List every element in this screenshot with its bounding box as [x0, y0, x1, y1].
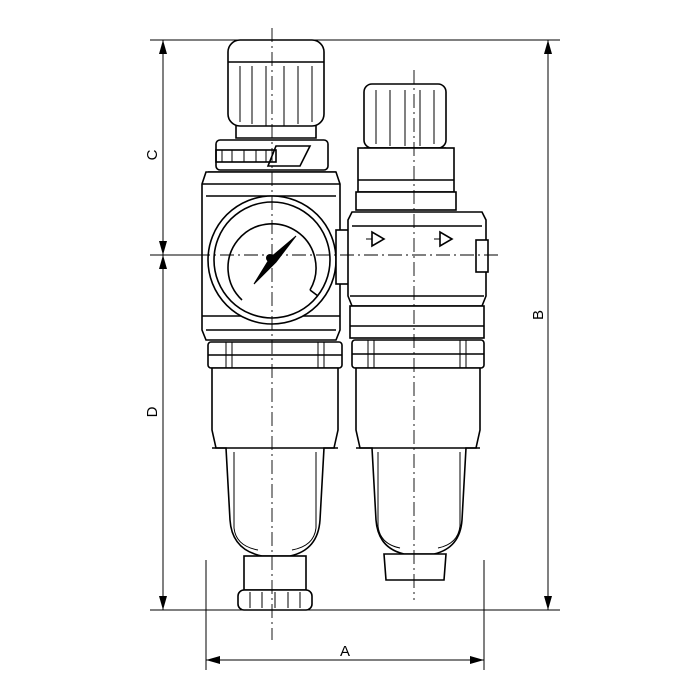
filter-bowl-ring: [207, 341, 343, 369]
lubricator-bowl-ring: [351, 339, 485, 369]
dimension-label-b: B: [530, 310, 547, 320]
lubricator-knob: [363, 83, 447, 149]
lubricator-bowl: [355, 367, 481, 581]
dimension-label-c: C: [144, 149, 161, 160]
filter-regulator-unit: [201, 39, 351, 611]
dimension-label-d: D: [144, 406, 161, 417]
filter-bowl: [211, 367, 339, 591]
dimension-lines: [150, 39, 560, 670]
dimension-label-a: A: [340, 643, 350, 660]
regulator-knob: [227, 39, 325, 139]
lubricator-unit: [347, 83, 489, 581]
lubricator-body: [347, 211, 489, 307]
lubricator-neck: [355, 147, 457, 211]
center-lines: [196, 28, 500, 640]
drain-knob: [237, 589, 313, 611]
lubricator-lower-body: [349, 305, 485, 339]
